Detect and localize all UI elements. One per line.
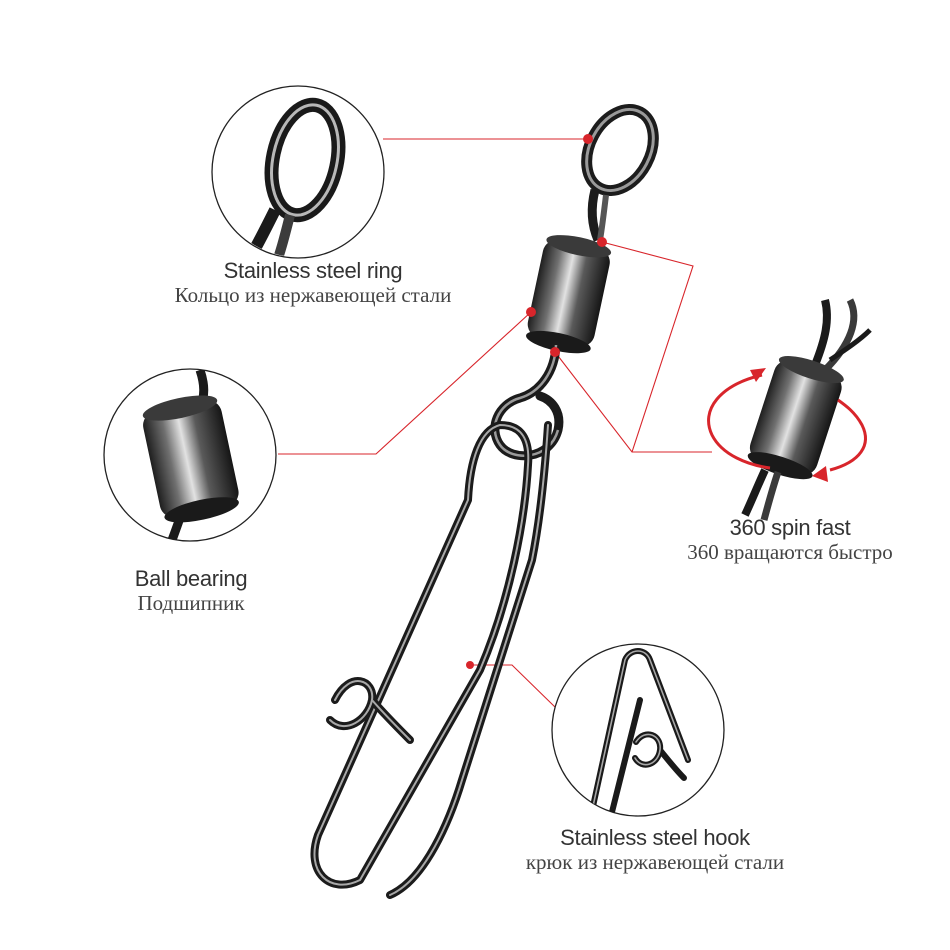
spin-leader-top [601,241,694,453]
lower-eye [490,340,564,461]
bearing-label-subtitle: Подшипник [137,591,245,616]
bearing-leader [278,311,532,455]
barrel [526,235,612,354]
hook-label-subtitle: крюк из нержавеющей стали [525,850,785,875]
spin-label: 360 spin fast 360 вращаются быстро [640,515,940,564]
ring-label-title: Stainless steel ring [223,258,403,283]
ring-marker-dot [583,134,593,144]
snap-hook [310,421,552,899]
ring-zoom-circle [211,85,385,259]
bearing-label-title: Ball bearing [134,566,248,591]
spin-marker-dot-bottom [550,347,560,357]
ring-label-subtitle: Кольцо из нержавеющей стали [174,283,452,308]
hook-label-title: Stainless steel hook [560,825,750,850]
spin-marker-dot-top [597,237,607,247]
hook-marker-dot [466,661,474,669]
marker-dots [466,134,607,669]
ring-label: Stainless steel ring Кольцо из нержавеющ… [130,258,496,307]
spin-leader-bottom [554,351,712,453]
hook-label: Stainless steel hook крюк из нержавеющей… [470,825,840,874]
bearing-marker-dot [526,307,536,317]
spin-label-subtitle: 360 вращаются быстро [687,540,893,565]
bearing-zoom-circle [103,368,277,542]
hook-zoom-circle [551,643,725,817]
bearing-label: Ball bearing Подшипник [60,566,322,615]
rotation-arrow-icon [707,373,867,472]
top-ring [581,104,659,242]
spin-detail [707,298,872,521]
rotation-arrowheads [750,368,828,482]
spin-label-title: 360 spin fast [729,515,851,540]
swivel-snap [310,104,659,899]
